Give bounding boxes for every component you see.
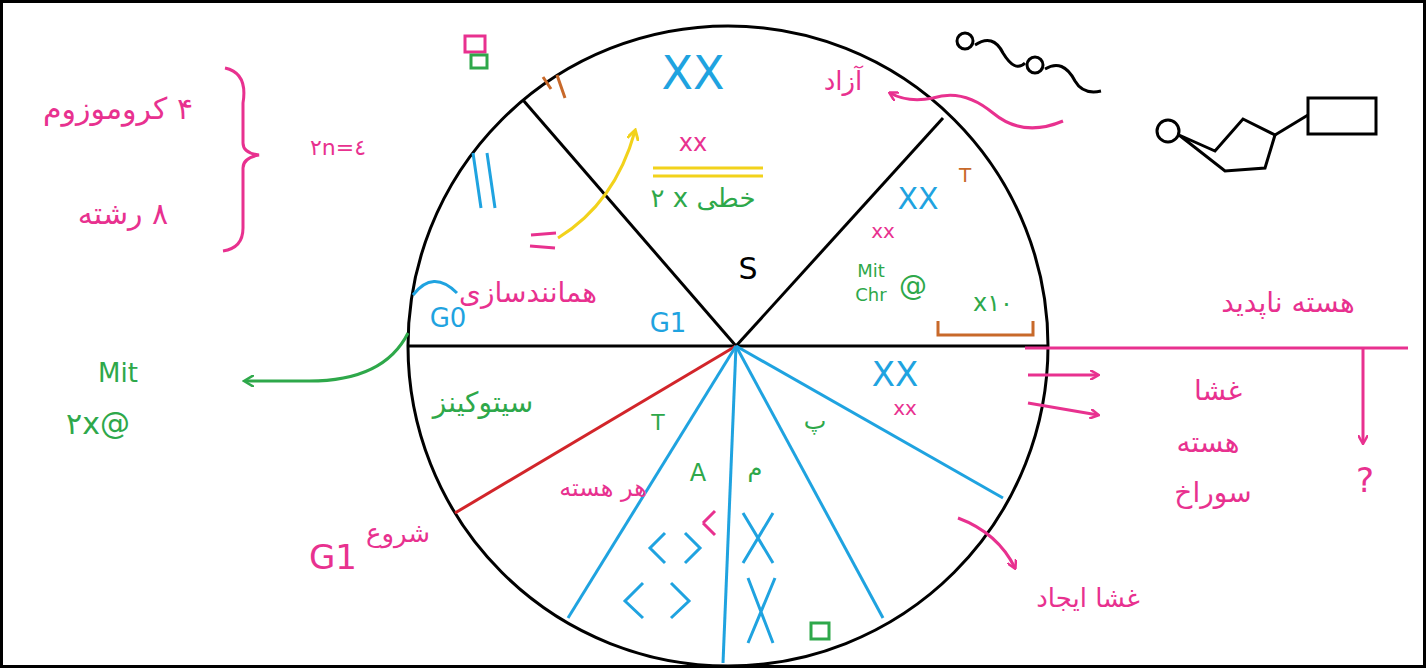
handwritten-label: Mit [857,261,885,281]
handwritten-label: همانندسازی [459,278,597,309]
handwritten-label: T [959,164,971,186]
handwritten-label: A [690,460,706,486]
handwritten-label: @ [899,271,927,302]
handwritten-label: ۸ رشته [78,197,168,230]
handwritten-label: G1 [309,539,357,576]
handwritten-label: ۲x@ [66,407,130,440]
handwritten-label: Chr [855,285,886,305]
handwritten-label: ? [1356,462,1374,499]
handwritten-label: ۴ کروموزوم [43,92,193,125]
handwritten-label: XX [661,48,724,99]
handwritten-label: ۲ x خطی [651,184,756,213]
handwritten-label: هر هسته [559,475,647,501]
handwritten-label: Mit [98,359,138,388]
handwritten-label: شروع [366,519,430,548]
handwritten-label: xx [679,130,707,156]
handwritten-label: G1 [650,309,687,338]
handwritten-label: م [748,455,763,481]
handwritten-label: هسته [1176,428,1239,459]
handwritten-label: سیتوکینز [433,388,534,419]
handwritten-label: آزاد [824,67,863,96]
handwritten-label: سوراخ [1174,478,1251,509]
handwritten-label: پ [804,408,827,434]
handwritten-label: هسته ناپدید [1221,288,1354,319]
handwritten-label: S [738,252,757,285]
cell-cycle-drawing [3,3,1426,668]
handwritten-label: XX [872,356,919,393]
handwritten-label: غشا ایجاد [1036,584,1140,613]
handwritten-label: xx [893,397,917,419]
handwritten-label: غشا [1194,376,1242,407]
handwritten-label: xx [871,220,895,242]
handwritten-label: ۲n=٤ [310,136,366,160]
handwritten-label: G0 [430,304,467,333]
handwritten-label: T [651,411,664,435]
handwritten-label: XX [897,182,938,215]
handwritten-label: x۱۰ [973,290,1013,316]
